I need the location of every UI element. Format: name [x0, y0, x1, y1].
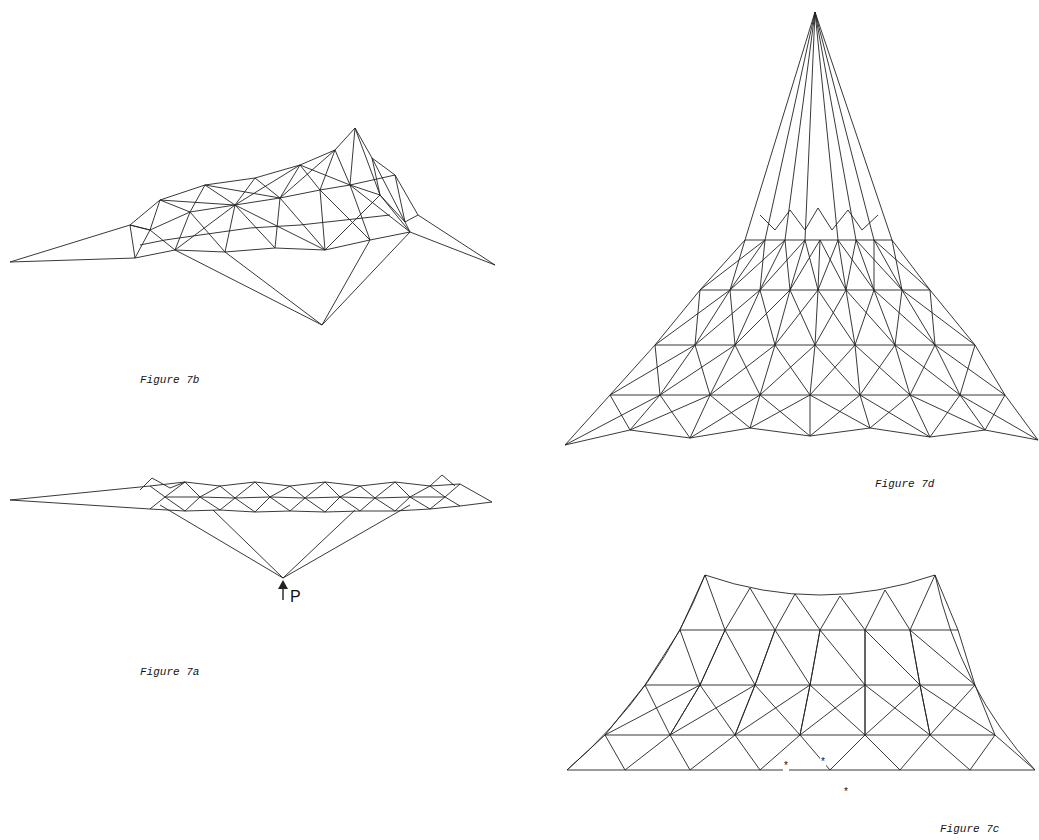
mesh-figure-7b	[10, 128, 495, 325]
marker-asterisk: *	[820, 756, 826, 767]
figure-label: Figure 7c	[940, 823, 999, 835]
mesh-figure-7c	[567, 575, 1035, 770]
load-label: P	[290, 588, 301, 606]
figure-label: Figure 7d	[875, 478, 934, 490]
marker-asterisk: *	[843, 786, 849, 797]
figure-label: Figure 7b	[140, 374, 199, 386]
marker-asterisk: *	[783, 760, 789, 771]
mesh-figure-7a	[10, 475, 492, 600]
figure-label: Figure 7a	[140, 666, 199, 678]
mesh-figure-7d	[565, 12, 1038, 445]
